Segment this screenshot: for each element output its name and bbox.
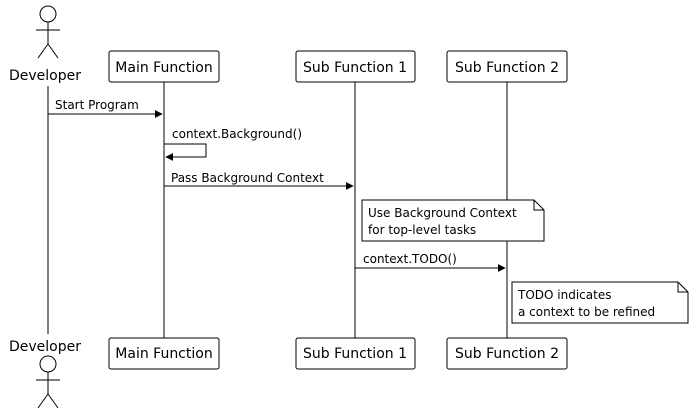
participant-sub2-bottom: Sub Function 2	[446, 337, 568, 370]
participant-label: Sub Function 2	[455, 60, 559, 76]
note-line: a context to be refined	[518, 305, 655, 319]
developer-actor-top: Developer	[9, 5, 81, 84]
message-label: context.TODO()	[363, 252, 457, 266]
message-label: Pass Background Context	[171, 171, 324, 185]
message-context-background: context.Background()	[164, 127, 302, 161]
message-label: Start Program	[55, 98, 139, 112]
participant-label: Sub Function 1	[303, 346, 407, 362]
participant-label: Sub Function 1	[303, 60, 407, 76]
developer-label-top: Developer	[9, 68, 81, 84]
participant-sub2-top: Sub Function 2	[446, 50, 568, 83]
participant-label: Main Function	[115, 346, 212, 362]
developer-actor-bottom: Developer	[9, 339, 81, 409]
participant-sub1-top: Sub Function 1	[295, 50, 416, 83]
note-line: TODO indicates	[517, 288, 611, 302]
note-background-context: Use Background Context for top-level tas…	[361, 199, 545, 242]
message-pass-background-context: Pass Background Context	[164, 171, 354, 190]
message-start-program: Start Program	[48, 98, 163, 118]
participant-main-bottom: Main Function	[108, 337, 220, 370]
note-line: for top-level tasks	[368, 223, 476, 237]
message-context-todo: context.TODO()	[355, 252, 506, 272]
stick-figure-icon	[36, 355, 60, 409]
participant-main-top: Main Function	[108, 50, 220, 83]
stick-figure-icon	[36, 5, 60, 59]
note-todo: TODO indicates a context to be refined	[511, 281, 689, 324]
message-label: context.Background()	[172, 127, 302, 141]
participant-label: Main Function	[115, 60, 212, 76]
participant-label: Sub Function 2	[455, 346, 559, 362]
note-line: Use Background Context	[368, 206, 517, 220]
participant-sub1-bottom: Sub Function 1	[295, 337, 416, 370]
developer-label-bottom: Developer	[9, 339, 81, 355]
